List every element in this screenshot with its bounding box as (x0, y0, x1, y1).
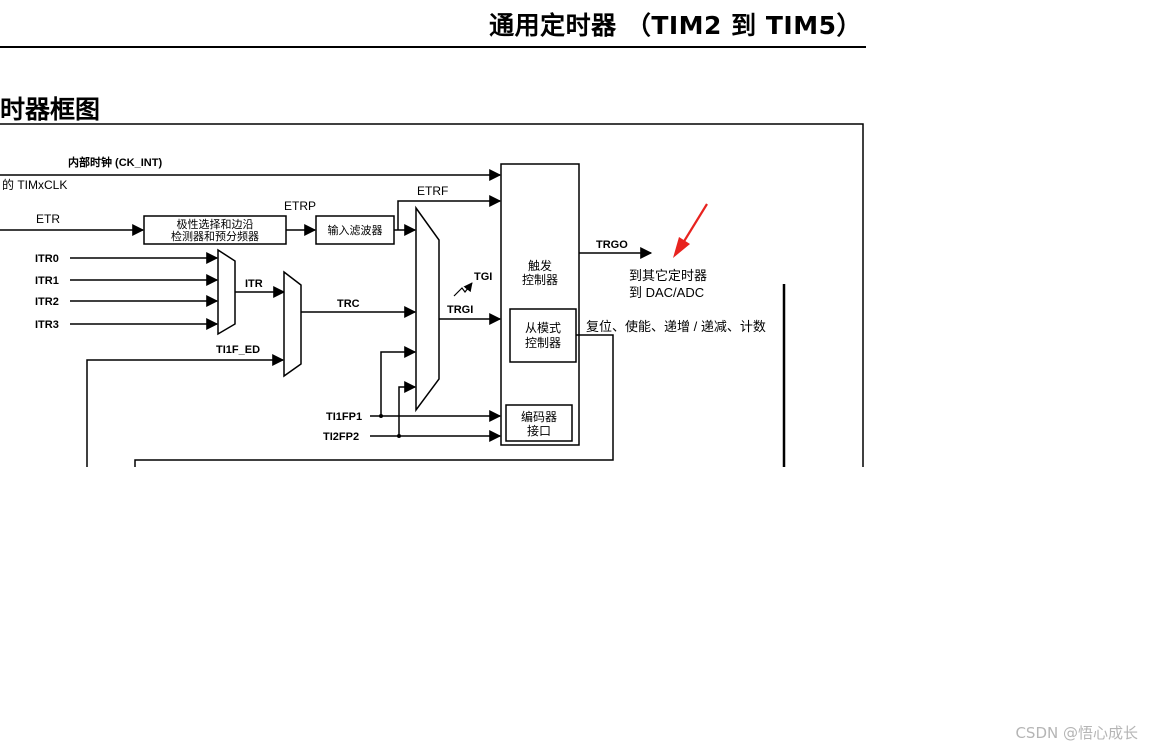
ti2fp2-to-mux (398, 381, 417, 436)
reset-enable-label: 复位、使能、递增 / 递减、计数 (586, 319, 766, 334)
edge-detector-text-2: 检测器和预分频器 (171, 229, 259, 243)
other-timers-label: 到其它定时器 (629, 268, 707, 283)
ti1fp1-label: TI1FP1 (326, 411, 362, 423)
encoder-text-1: 编码器 (521, 409, 557, 424)
trigger-controller-text-2: 控制器 (522, 273, 558, 287)
ck-int-label: 内部时钟 (CK_INT) (68, 155, 162, 169)
etrf-line (397, 195, 502, 230)
trigger-controller-text-1: 触发 (528, 258, 552, 273)
diagram-frame (0, 123, 864, 467)
itr3-label: ITR3 (35, 319, 59, 331)
etrf-label: ETRF (417, 184, 448, 198)
itr0-label: ITR0 (35, 253, 59, 265)
tgi-arrow-icon (453, 282, 473, 297)
ti1f-ed-label: TI1F_ED (216, 344, 260, 356)
etrp-label: ETRP (284, 199, 316, 213)
trigger-mux (415, 205, 440, 413)
encoder-text-2: 接口 (527, 423, 551, 438)
slave-controller-text-1: 从模式 (525, 321, 561, 335)
edge-detector-text-1: 极性选择和边沿 (177, 217, 254, 231)
page-header-title: 通用定时器 （TIM2 到 TIM5） (489, 11, 862, 40)
itr1-label: ITR1 (35, 275, 59, 287)
encoder-block (505, 404, 573, 442)
annotation-arrow-icon (673, 203, 708, 258)
dac-adc-label: 到 DAC/ADC (629, 285, 704, 300)
ti1f-ed-line (86, 354, 285, 467)
trigger-controller-block (500, 163, 580, 446)
itr2-label: ITR2 (35, 296, 59, 308)
section-title: 时器框图 (0, 95, 101, 124)
csdn-watermark: CSDN @悟心成长 (1015, 724, 1138, 742)
trgi-label: TRGI (447, 304, 473, 316)
trc-mux (283, 270, 302, 378)
itr-label: ITR (245, 278, 263, 290)
itr-mux (217, 248, 236, 336)
input-filter-text: 输入滤波器 (328, 223, 383, 237)
ti1fp1-to-mux (380, 346, 417, 416)
tgi-label: TGI (474, 271, 492, 283)
trgo-label: TRGO (596, 239, 628, 251)
slave-output-line (134, 334, 614, 467)
etr-label: ETR (36, 212, 60, 226)
slave-controller-text-2: 控制器 (525, 336, 561, 350)
page-header: 通用定时器 （TIM2 到 TIM5） (0, 0, 866, 48)
ti2fp2-label: TI2FP2 (323, 431, 359, 443)
ti1fp1-junction (379, 414, 383, 418)
timxclk-label: 的 TIMxCLK (2, 177, 67, 192)
ti2fp2-junction (397, 434, 401, 438)
trc-label: TRC (337, 298, 360, 310)
